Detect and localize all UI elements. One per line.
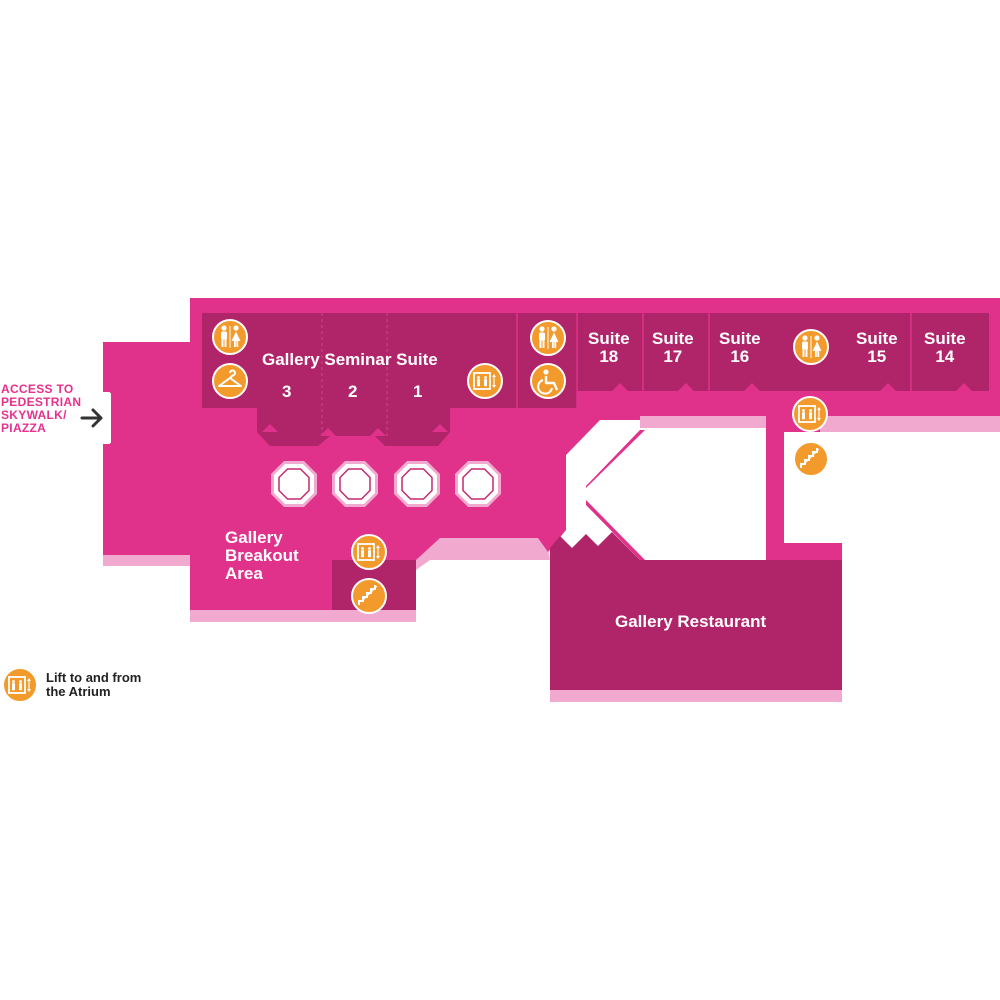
shadow-bottom (190, 608, 416, 622)
room-gallery-seminar-suite (257, 313, 452, 446)
stairs-icon (351, 578, 387, 614)
access-line-2: PEDESTRIAN (1, 395, 82, 409)
pillar-1 (270, 460, 318, 508)
suite-18-number: 18 (599, 347, 619, 366)
toilets-icon (212, 319, 248, 355)
suite-16-label: Suite 16 (719, 330, 761, 366)
suite-16-number: 16 (730, 347, 750, 366)
suite-17-word: Suite (652, 329, 694, 348)
room-gallery-restaurant (550, 532, 842, 690)
room-suite-18 (577, 313, 643, 391)
room-suite-16 (709, 313, 775, 391)
suite-17-number: 17 (663, 347, 683, 366)
seminar-number-3: 3 (282, 382, 292, 401)
room-suite-15 (845, 313, 911, 391)
shadow-left (103, 552, 193, 566)
arrow-right-icon (80, 408, 103, 428)
gallery-restaurant-label: Gallery Restaurant (615, 612, 767, 631)
shadow-courtyard (640, 414, 766, 428)
suite-18-label: Suite 18 (588, 330, 630, 366)
suite-18-word: Suite (588, 329, 630, 348)
legend-line-1: Lift to and from (46, 670, 142, 685)
shadow-void-right (820, 416, 1000, 432)
door-notches (262, 383, 972, 436)
access-skywalk-label: ACCESS TO PEDESTRIAN SKYWALK/ PIAZZA (1, 383, 81, 435)
legend-lift-icon (2, 667, 38, 703)
toilets-icon (530, 320, 566, 356)
legend-line-2: the Atrium (46, 684, 111, 699)
pillar-2 (331, 460, 379, 508)
pillar-3 (393, 460, 441, 508)
lift-icon (792, 396, 828, 432)
accessible-toilet-icon (530, 363, 566, 399)
access-line-1: ACCESS TO (1, 382, 74, 396)
breakout-line-2: Breakout (225, 546, 299, 565)
breakout-line-1: Gallery (225, 528, 283, 547)
seminar-number-2: 2 (348, 382, 358, 401)
lift-icon (351, 534, 387, 570)
breakout-line-3: Area (225, 564, 263, 583)
suite-14-label: Suite 14 (924, 330, 966, 366)
cloakroom-icon (212, 363, 248, 399)
suite-15-number: 15 (867, 347, 887, 366)
gallery-breakout-label: Gallery Breakout Area (225, 529, 299, 583)
suite-15-word: Suite (856, 329, 898, 348)
room-suite-14 (911, 313, 989, 391)
pillar-4 (454, 460, 502, 508)
void-courtyard (586, 430, 766, 560)
lift-icon (467, 363, 503, 399)
access-line-4: PIAZZA (1, 421, 47, 435)
suite-17-label: Suite 17 (652, 330, 694, 366)
stairs-icon (793, 441, 829, 477)
gallery-seminar-suite-title: Gallery Seminar Suite (262, 350, 438, 369)
legend-label: Lift to and from the Atrium (46, 671, 141, 699)
shadow-restaurant (550, 690, 842, 702)
suite-14-word: Suite (924, 329, 966, 348)
suite-15-label: Suite 15 (856, 330, 898, 366)
suite-14-number: 14 (935, 347, 955, 366)
suite-16-word: Suite (719, 329, 761, 348)
toilets-icon (793, 329, 829, 365)
room-suite-17 (643, 313, 709, 391)
shadow-notch (416, 538, 550, 570)
seminar-number-1: 1 (413, 382, 423, 401)
access-line-3: SKYWALK/ (1, 408, 67, 422)
access-doorway (103, 393, 111, 443)
